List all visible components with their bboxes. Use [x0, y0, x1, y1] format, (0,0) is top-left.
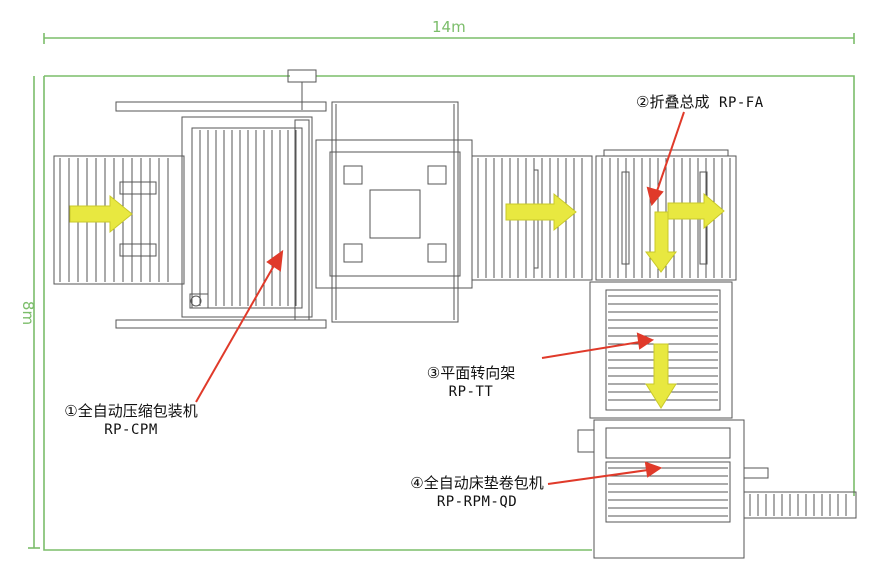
machine-rp-rpm-qd [577, 419, 857, 559]
station-code: RP-FA [719, 95, 764, 111]
station-name: 平面转向架 [440, 364, 516, 382]
transfer-table-frame [315, 139, 473, 289]
station-code: RP-CPM [104, 422, 158, 438]
press-chamber-lines [199, 130, 297, 306]
width-dimension-label: 14m [432, 18, 466, 36]
flow-arrow-infeed [69, 194, 133, 234]
flow-arrow-fold-right [667, 192, 725, 230]
turning-rollers [608, 295, 718, 401]
pointer-line-rp-rpm-qd [547, 469, 649, 485]
pointer-line-rp-cpm [195, 261, 277, 403]
roll-packing-feed [605, 427, 731, 459]
press-motor [287, 69, 317, 83]
boundary-line-left-bottom [43, 76, 592, 551]
station-marker: ② [636, 93, 650, 111]
pusher-clamp-bottom [119, 243, 157, 257]
transfer-corner-bl [343, 243, 363, 263]
pointer-line-rp-tt [541, 341, 641, 359]
station-marker: ① [64, 402, 78, 420]
middle-conveyor-frame [471, 155, 593, 281]
pointer-arrows [195, 111, 685, 485]
roll-packing-side-unit [577, 429, 595, 453]
station-marker: ③ [426, 364, 441, 382]
station-marker: ④ [410, 474, 424, 492]
machine-rp-tt [589, 281, 733, 419]
folding-guide-left [621, 171, 630, 265]
flow-arrows [69, 192, 725, 409]
press-column [294, 119, 310, 321]
turning-bed [605, 289, 721, 411]
transfer-table [315, 101, 473, 323]
machine-rp-cpm [53, 69, 327, 329]
roll-packing-frame [593, 419, 745, 559]
press-drive-wheel [190, 295, 202, 307]
roll-packing-lines [608, 467, 728, 517]
outfeed-conveyor [743, 491, 857, 519]
folding-top-rail [603, 149, 729, 157]
station-label-rp-tt: ③平面转向架 RP-TT [416, 364, 526, 402]
height-dimension-label: 8m [19, 300, 38, 326]
station-label-rp-fa: ②折叠总成 RP-FA [636, 93, 764, 113]
transfer-table-outer [331, 101, 459, 323]
machine-rp-fa [595, 149, 737, 281]
folding-rollers [601, 158, 731, 278]
pointer-head-rp-rpm-qd [644, 461, 663, 478]
pusher-clamp-top [119, 181, 157, 195]
transfer-corner-tr [427, 165, 447, 185]
transfer-table-center [369, 189, 421, 239]
flow-arrow-turning-down [645, 343, 677, 409]
station-code: RP-RPM-QD [436, 494, 518, 510]
dimension-lines [28, 33, 855, 551]
infeed-conveyor [53, 155, 185, 285]
pointer-head-rp-fa [646, 186, 664, 207]
station-label-rp-cpm: ①全自动压缩包装机 RP-CPM [46, 402, 216, 440]
station-name: 全自动床垫卷包机 [423, 474, 544, 492]
flow-arrow-fold-down [645, 211, 677, 273]
press-chamber [191, 127, 303, 309]
flow-arrow-middle [505, 192, 577, 232]
press-frame [181, 116, 313, 318]
station-name: 全自动压缩包装机 [77, 402, 198, 420]
press-bottom-beam [115, 319, 327, 329]
outfeed-conveyor-rollers [749, 494, 847, 516]
press-top-beam [115, 101, 327, 112]
station-code: RP-TT [448, 384, 494, 400]
pointer-line-rp-fa [655, 111, 685, 195]
boundary-line-right [316, 75, 855, 496]
roll-packing-arm [743, 467, 769, 479]
press-drive-box [189, 293, 209, 309]
transfer-corner-br [427, 243, 447, 263]
transfer-corner-tl [343, 165, 363, 185]
transfer-table-inner [329, 151, 461, 277]
station-label-rp-rpm-qd: ④全自动床垫卷包机 RP-RPM-QD [392, 474, 562, 512]
transfer-table-lines [335, 104, 455, 320]
station-name: 折叠总成 [649, 93, 710, 111]
pointer-head-rp-tt [636, 332, 655, 350]
roll-packing-bed [605, 461, 731, 523]
pointer-head-rp-cpm [266, 249, 284, 272]
